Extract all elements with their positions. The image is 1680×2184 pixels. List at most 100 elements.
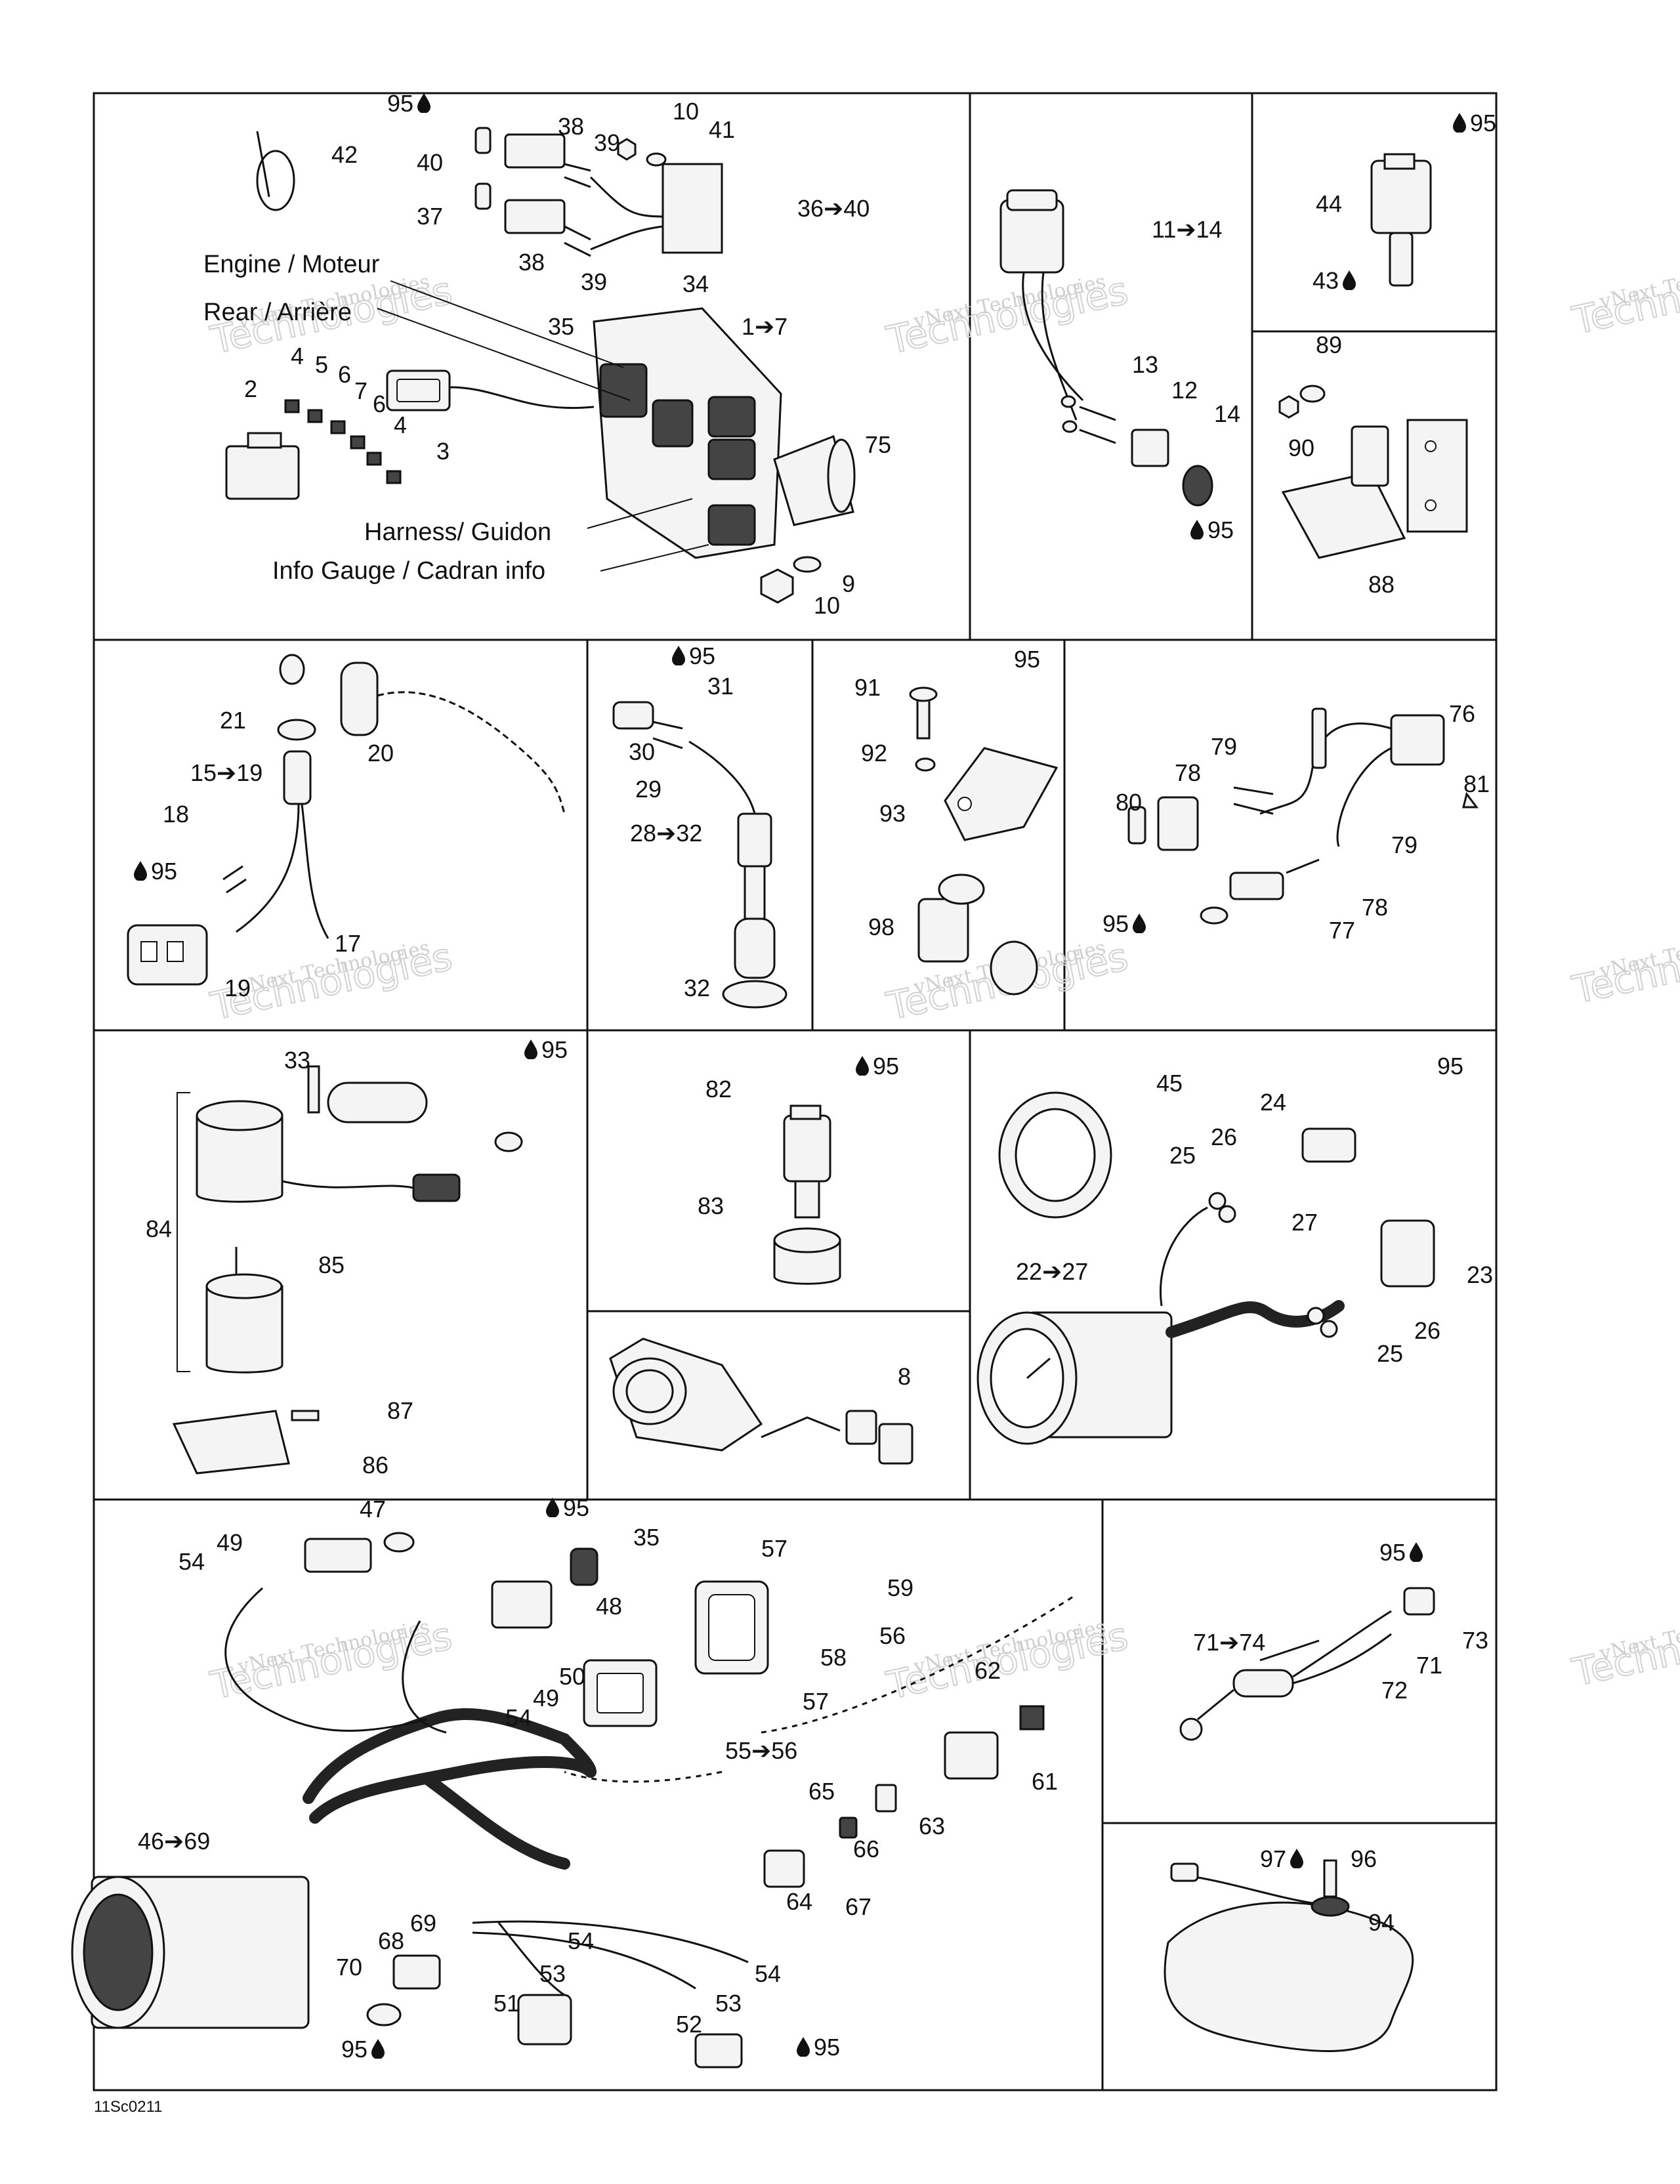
part-number: 5 [315, 351, 328, 378]
callout-p6-5: 32 [684, 975, 710, 1001]
callout-p8-1: 79 [1211, 733, 1237, 760]
part-number: 32 [684, 975, 710, 1001]
callout-p7-0: 91 [854, 674, 881, 701]
part-number: 36➔40 [797, 195, 870, 222]
figure-code: 11Sc0211 [94, 2098, 163, 2116]
panel-solenoid-88 [1278, 385, 1468, 559]
part-number: 29 [635, 776, 662, 803]
callout-p10-2: 83 [698, 1192, 724, 1219]
callout-p12-9: 25 [1377, 1340, 1403, 1367]
label-engine: Engine / Moteur [203, 251, 380, 278]
part-number: 53 [715, 1990, 742, 2017]
lubricant-drop-icon [1290, 1849, 1303, 1868]
nut-10 [617, 138, 637, 161]
callout-p13-24: 68 [378, 1927, 404, 1954]
callout-p13-32: 95 [341, 2036, 385, 2063]
callout-p9-1: 95 [524, 1036, 568, 1063]
callout-p13-31: 52 [676, 2011, 702, 2038]
part-number: 6 [338, 361, 351, 388]
bolt-91 [916, 694, 931, 740]
part-number: 50 [559, 1663, 585, 1690]
callout-p13-21: 64 [786, 1888, 812, 1915]
callout-p14-3: 71 [1416, 1652, 1442, 1679]
lubricant-drop-icon [417, 93, 430, 113]
part-number: 6 [373, 390, 386, 417]
part-number: 63 [919, 1813, 945, 1839]
callout-p8-7: 95 [1102, 910, 1146, 937]
callout-p9-0: 33 [284, 1047, 310, 1074]
callout-p1-20: 2 [244, 375, 257, 402]
part-number: 38 [518, 249, 545, 276]
connector-seal-14 [1182, 465, 1213, 507]
part-number: 82 [705, 1076, 732, 1102]
part-number: 88 [1368, 571, 1395, 598]
callout-p13-15: 55➔56 [725, 1737, 797, 1764]
callout-p1-24: 10 [814, 592, 840, 619]
callout-p5-0: 21 [220, 707, 246, 734]
callout-p7-2: 92 [861, 740, 887, 766]
ecm-connector-d [707, 438, 756, 480]
callout-p8-4: 80 [1116, 789, 1142, 816]
part-number: 75 [865, 431, 891, 458]
panel-frames [93, 92, 1498, 2091]
connector-64 [763, 1849, 805, 1888]
callout-p2-0: 11➔14 [1152, 216, 1223, 243]
callout-p1-4: 40 [417, 149, 443, 176]
part-number: 76 [1449, 700, 1475, 727]
callout-p7-1: 95 [1014, 646, 1040, 673]
callout-p13-4: 57 [761, 1535, 788, 1562]
part-number: 95 [1102, 910, 1129, 937]
bracket-86 [172, 1410, 290, 1475]
fuse-6b [366, 452, 382, 466]
callout-p6-3: 29 [635, 776, 662, 803]
callout-p1-21: 3 [436, 438, 450, 465]
part-number: 95 [1379, 1539, 1406, 1566]
cable-boot-20 [340, 662, 379, 736]
part-number: 49 [217, 1529, 243, 1556]
panel-sensor-28-32 [612, 701, 788, 1009]
part-number: 33 [284, 1047, 310, 1074]
lubricant-drop-icon [524, 1040, 537, 1059]
panel-sensor-82-83 [773, 1104, 841, 1285]
cap-18 [279, 654, 305, 685]
part-number: 80 [1116, 789, 1142, 816]
connector-31 [612, 701, 654, 730]
callout-p1-23: 9 [842, 570, 855, 597]
part-number: 95 [151, 858, 177, 885]
callout-p12-4: 25 [1169, 1142, 1196, 1169]
panel-sensor-8 [609, 1337, 914, 1465]
seal-13 [1060, 395, 1076, 408]
callout-p1-18: 6 [373, 390, 386, 417]
part-number: 66 [853, 1836, 879, 1862]
callout-p1-8: 37 [417, 203, 443, 230]
connector-68 [392, 1954, 441, 1990]
callout-p13-13: 57 [803, 1688, 829, 1715]
washer-89 [1299, 385, 1326, 403]
sensor-8 [845, 1410, 877, 1445]
callout-p13-30: 53 [715, 1990, 742, 2017]
part-number: 52 [676, 2011, 702, 2038]
callout-p13-10: 50 [559, 1663, 585, 1690]
ecm-connector-a [599, 363, 648, 418]
part-number: 59 [887, 1574, 914, 1601]
part-number: 2 [244, 375, 257, 402]
part-number: 97 [1260, 1845, 1286, 1872]
washer-9 [793, 556, 822, 573]
panel-sensor-15-19 [127, 654, 566, 986]
callout-p3-0: 95 [1453, 110, 1496, 136]
bracket-93 [944, 747, 1059, 841]
part-number: 28➔32 [630, 820, 702, 847]
callout-p5-1: 20 [368, 740, 394, 766]
part-number: 42 [331, 141, 358, 168]
panel-bracket-91-98 [909, 686, 1059, 996]
part-number: 96 [1351, 1845, 1377, 1872]
part-number: 26 [1211, 1124, 1237, 1150]
callout-p5-6: 19 [224, 975, 251, 1001]
part-number: 9 [842, 570, 855, 597]
callout-p1-11: 34 [682, 270, 709, 297]
part-number: 79 [1211, 733, 1237, 760]
callout-p2-3: 14 [1214, 400, 1240, 427]
panel-sensor-71-74 [1179, 1587, 1435, 1741]
washer-92 [915, 757, 936, 772]
